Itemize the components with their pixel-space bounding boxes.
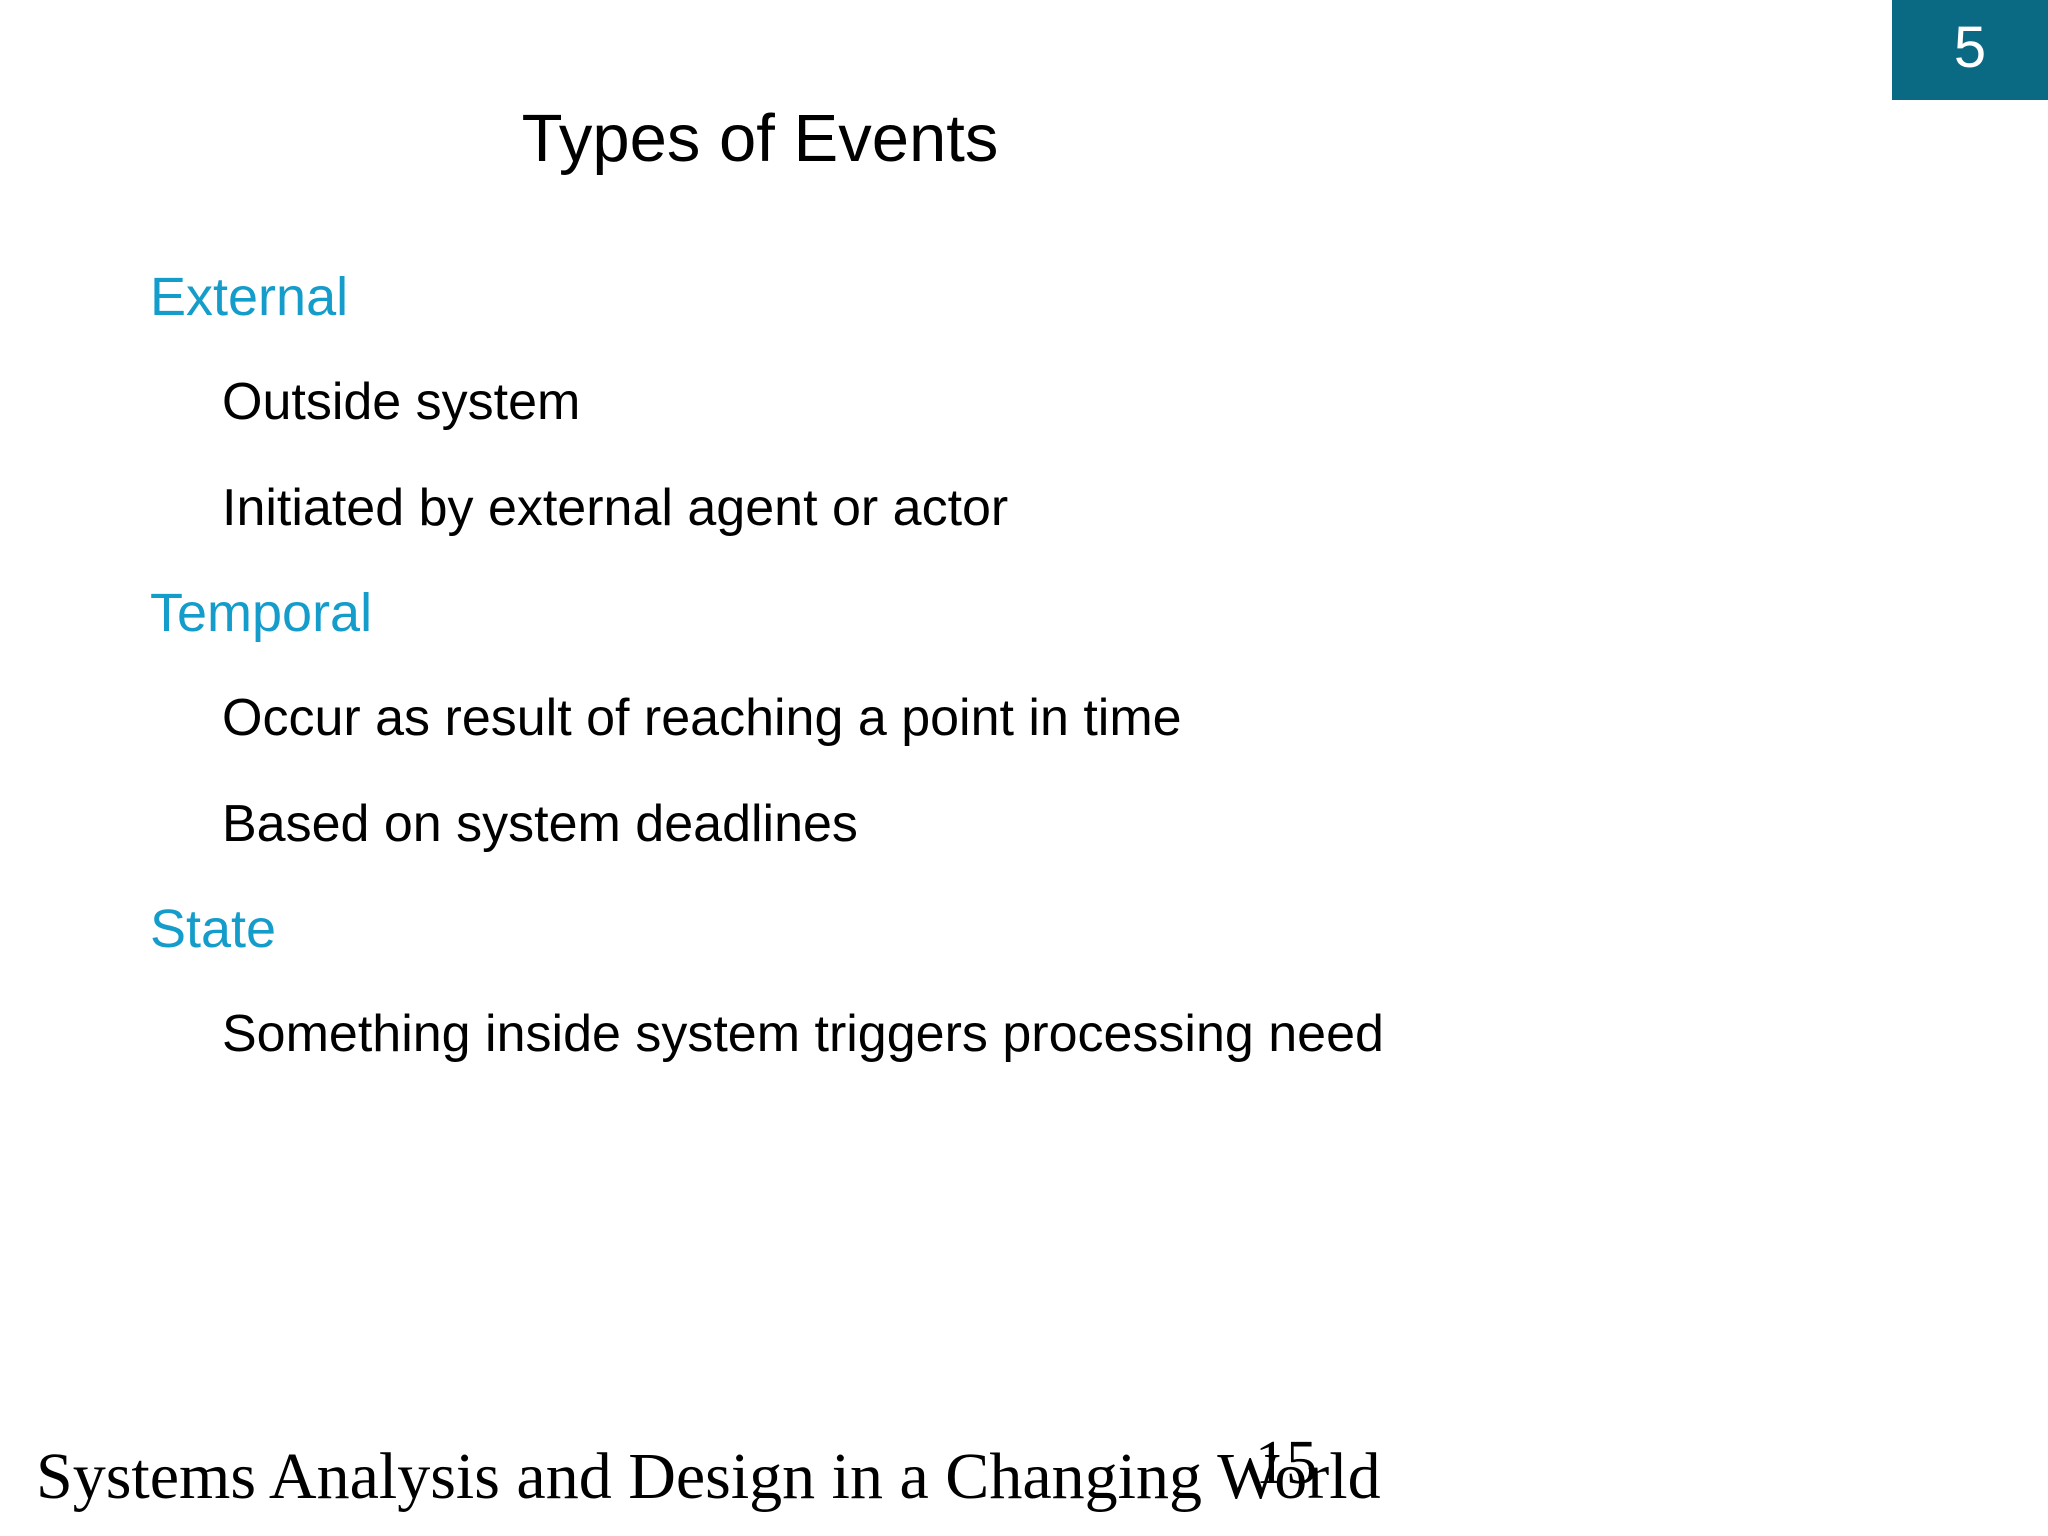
footer-book-title: Systems Analysis and Design in a Changin… — [36, 1440, 1381, 1513]
slide-title: Types of Events — [521, 101, 999, 176]
outline-item-label: Based on system deadlines — [222, 795, 858, 853]
page-number-chip: 5 — [1892, 0, 2048, 100]
outline-item-level1: Temporal — [150, 561, 1950, 665]
outline-item-level2: Outside system — [222, 349, 1950, 455]
outline-item-label: Outside system — [222, 373, 581, 431]
outline-item-level2: Occur as result of reaching a point in t… — [222, 665, 1950, 771]
outline-item-label: External — [150, 267, 349, 327]
page-number-chip-value: 5 — [1953, 15, 1987, 80]
slide-footer: Systems Analysis and Design in a Changin… — [36, 1432, 2012, 1536]
slide-body-outline: External Outside system Initiated by ext… — [150, 245, 1950, 1087]
footer-page-number: 15 — [1255, 1429, 1317, 1497]
outline-item-label: Something inside system triggers process… — [222, 1005, 1384, 1063]
outline-item-level2: Based on system deadlines — [222, 771, 1950, 877]
outline-item-label: Temporal — [150, 583, 373, 643]
outline-item-label: Occur as result of reaching a point in t… — [222, 689, 1182, 747]
outline-item-level1: State — [150, 877, 1950, 981]
outline-item-level2: Something inside system triggers process… — [222, 981, 1950, 1087]
outline-item-level2: Initiated by external agent or actor — [222, 455, 1950, 561]
outline-item-label: Initiated by external agent or actor — [222, 479, 1009, 537]
outline-item-level1: External — [150, 245, 1950, 349]
outline-item-label: State — [150, 899, 277, 959]
